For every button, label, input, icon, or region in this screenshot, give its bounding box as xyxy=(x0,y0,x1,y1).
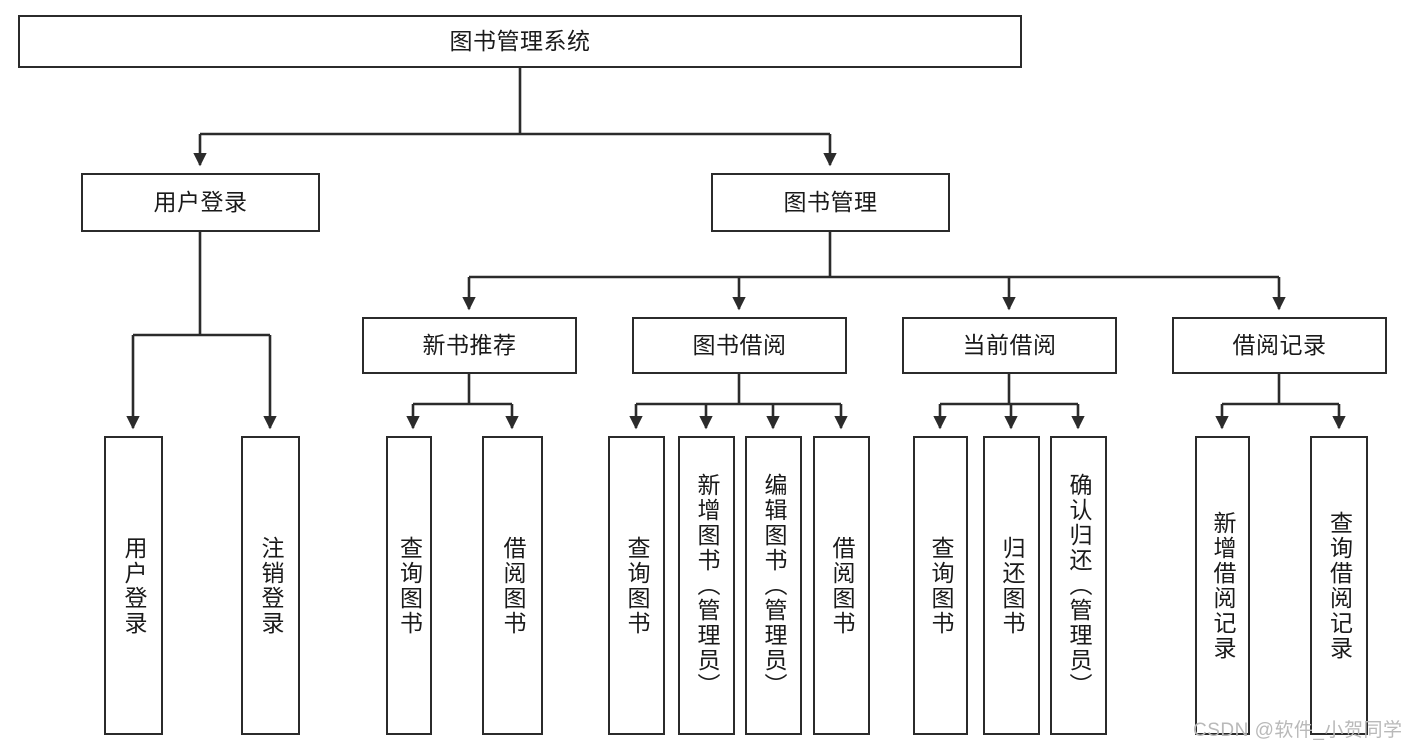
node-leaf-edit-book-admin[interactable]: 编辑图书（管理员） xyxy=(745,436,802,735)
node-leaf-borrow-books-recommend[interactable]: 借阅图书 xyxy=(482,436,543,735)
node-level2-borrow-records[interactable]: 借阅记录 xyxy=(1172,317,1387,374)
csdn-watermark: CSDN @软件_小贺同学 xyxy=(1193,720,1403,741)
node-leaf-add-borrow-record[interactable]: 新增借阅记录 xyxy=(1195,436,1250,735)
node-leaf-query-borrow-record[interactable]: 查询借阅记录 xyxy=(1310,436,1368,735)
node-leaf-borrow-books[interactable]: 借阅图书 xyxy=(813,436,870,735)
node-level1-user-login[interactable]: 用户登录 xyxy=(81,173,320,232)
node-level2-book-borrow[interactable]: 图书借阅 xyxy=(632,317,847,374)
node-leaf-add-book-admin[interactable]: 新增图书（管理员） xyxy=(678,436,735,735)
node-root[interactable]: 图书管理系统 xyxy=(18,15,1022,68)
node-leaf-user-login[interactable]: 用户登录 xyxy=(104,436,163,735)
node-level2-current-borrow[interactable]: 当前借阅 xyxy=(902,317,1117,374)
node-leaf-confirm-return-admin[interactable]: 确认归还（管理员） xyxy=(1050,436,1107,735)
node-leaf-return-books[interactable]: 归还图书 xyxy=(983,436,1040,735)
node-level1-book-management[interactable]: 图书管理 xyxy=(711,173,950,232)
node-level2-new-book-recommend[interactable]: 新书推荐 xyxy=(362,317,577,374)
node-leaf-logout[interactable]: 注销登录 xyxy=(241,436,300,735)
node-leaf-query-books-borrow[interactable]: 查询图书 xyxy=(608,436,665,735)
node-leaf-query-books-recommend[interactable]: 查询图书 xyxy=(386,436,432,735)
node-leaf-query-books-current[interactable]: 查询图书 xyxy=(913,436,968,735)
